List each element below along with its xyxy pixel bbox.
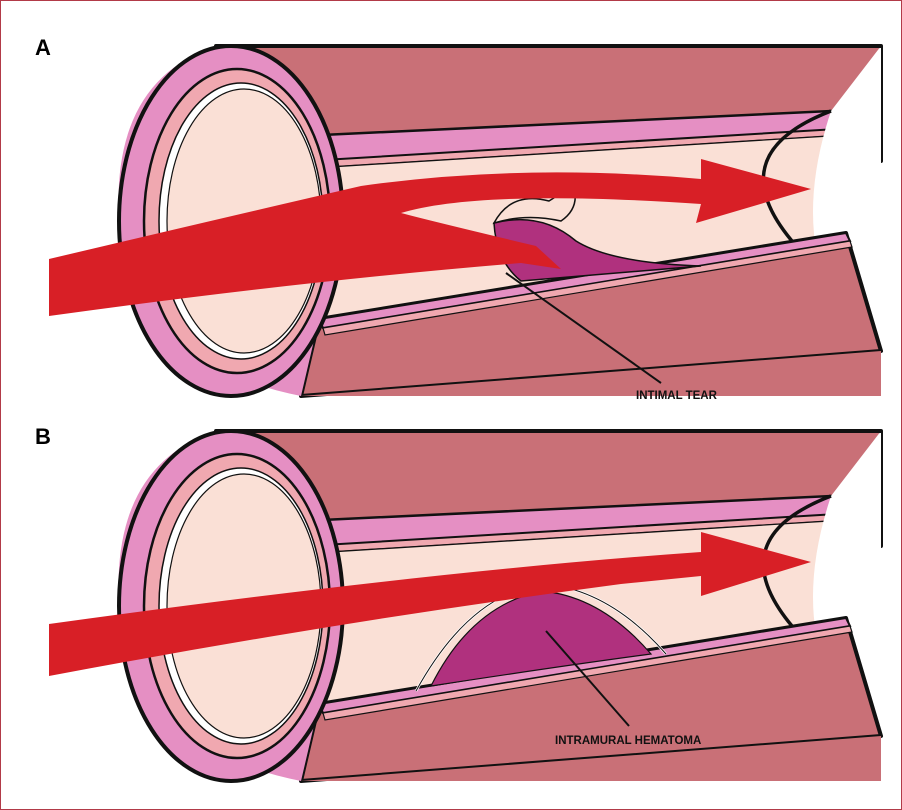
panel-label-b: B bbox=[35, 424, 51, 450]
vessel-b bbox=[49, 431, 881, 781]
panel-label-a: A bbox=[35, 35, 51, 61]
annotation-intramural-hematoma: INTRAMURAL HEMATOMA bbox=[555, 735, 701, 747]
vessel-a bbox=[49, 46, 881, 396]
annotation-intimal-tear: INTIMAL TEAR bbox=[636, 390, 717, 402]
